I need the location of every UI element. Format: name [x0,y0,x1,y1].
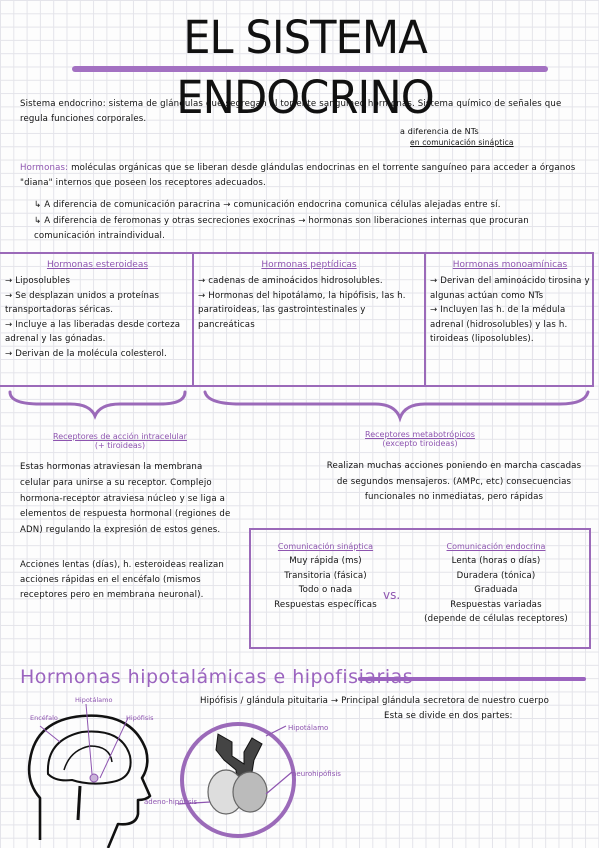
hormonas-label: Hormonas: [20,163,69,173]
list-item: → Incluye a las liberadas desde corteza … [5,319,181,345]
col-header-monoaminicas: Hormonas monoamínicas [452,260,568,270]
comparison-left-header: Comunicación sináptica [277,542,374,551]
note-nts: a diferencia de NTs [400,127,479,136]
pointer-encefalo [39,725,61,743]
pointer-adeno [177,801,211,805]
list-item: (depende de células receptores) [424,614,568,624]
page-title: EL SISTEMA ENDOCRINO [176,11,434,124]
comparison-left: Comunicación sináptica Muy rápida (ms) T… [258,542,393,612]
label-encefalo: Encéfalo [30,714,58,722]
list-item: → Derivan del aminoácido tirosina y algu… [430,276,590,301]
label-hipotalamo: Hipotálamo [75,696,112,704]
hypothalamus-dot [89,773,99,783]
col-header-esteroideas: Hormonas esteroideas [46,260,149,270]
list-item: Todo o nada [298,585,353,595]
section-title-rule [358,677,586,681]
pointer-hipotalamo [85,703,93,775]
hipofisis-text: Hipófisis / glándula pituitaria → Princi… [200,696,550,706]
pointer-hipotalamo-2 [265,725,287,737]
brace-left [8,390,187,420]
list-item: Duradera (tónica) [456,570,536,581]
title-underline [72,66,548,72]
bullet-feromonas: ↳ A diferencia de feromonas y otras secr… [34,216,529,241]
hormonas-definition: Hormonas: moléculas orgánicas que se lib… [20,161,585,190]
neurohypophysis [232,771,268,813]
brain-detail [63,745,113,771]
vs-label: vs. [383,588,401,602]
list-item: Graduada [474,585,518,595]
section-title: Hormonas hipotalámicas e hipofisiarias [20,666,414,688]
note-nts-2: en comunicación sináptica [410,138,514,147]
brainstem [76,785,82,821]
head-illustration: Encéfalo Hipotálamo Hipófisis [27,696,154,848]
list-item: Respuestas específicas [274,599,377,610]
receptors-metabotropic: Receptores metabotrópicos (excepto tiroi… [320,430,520,448]
receptors-metab-text: Realizan muchas acciones poniendo en mar… [326,461,582,502]
receptors-metab-header: Receptores metabotrópicos [365,430,475,439]
hormonas-text: moléculas orgánicas que se liberan desde… [20,163,576,188]
braces [8,390,590,423]
brain-outline [46,730,132,785]
comparison-box [249,528,591,649]
bullet-paracrina: ↳ A diferencia de comunicación paracrina… [34,200,501,210]
col-esteroideas: Hormonas esteroideas → Liposolubles → Se… [5,260,190,361]
list-item: Respuestas variadas [450,599,542,610]
zoom-circle [180,722,296,838]
receptors-intra-header: Receptores de acción intracelular [53,432,187,441]
label-hipofisis: Hipófisis [126,714,154,722]
list-item: Transitoria (fásica) [284,570,367,581]
receptors-intra-text: Estas hormonas atraviesan la membrana ce… [20,462,231,536]
col-header-peptidicas: Hormonas peptídicas [261,260,357,270]
head-outline [27,714,152,848]
pituitary-diagram: Hipotálamo neurohipófisis adeno-hipófisi… [144,722,341,838]
label-neurohipofisis: neurohipófisis [292,770,341,778]
hormone-types-box [0,252,594,387]
divider-1 [192,252,194,385]
label-hipotalamo-2: Hipotálamo [288,724,328,732]
comparison-right-header: Comunicación endocrina [446,542,546,551]
divider-2 [424,252,426,385]
receptors-intra-sub: (+ tiroideas) [94,441,146,450]
hipofisis-text-2: Esta se divide en dos partes: [384,711,513,721]
pointer-neuro [265,771,293,795]
list-item: → Incluyen las h. de la médula adrenal (… [430,305,568,344]
col-peptidicas: Hormonas peptídicas → cadenas de aminoác… [198,260,420,332]
list-item: → Liposolubles [5,276,71,286]
receptors-metab-sub: (excepto tiroideas) [382,439,458,448]
list-item: → cadenas de aminoácidos hidrosolubles. [198,276,383,286]
intro-definition: Sistema endocrino: sistema de glándulas … [20,99,562,124]
receptors-intracellular: Receptores de acción intracelular (+ tir… [20,432,220,450]
col-monoaminicas: Hormonas monoamínicas → Derivan del amin… [430,260,590,347]
receptors-intra-text-2: Acciones lentas (días), h. esteroideas r… [20,560,224,600]
comparison-right: Comunicación endocrina Lenta (horas o dí… [412,542,580,627]
label-adenohipofisis: adeno-hipófisis [144,798,198,806]
brace-right [203,390,590,423]
pointer-hipofisis [99,717,129,779]
list-item: → Se desplazan unidos a proteínas transp… [5,290,160,316]
list-item: Muy rápida (ms) [289,556,362,566]
list-item: → Derivan de la molécula colesterol. [5,348,167,359]
list-item: → Hormonas del hipotálamo, la hipófisis,… [198,290,406,330]
list-item: Lenta (horas o días) [451,556,541,566]
